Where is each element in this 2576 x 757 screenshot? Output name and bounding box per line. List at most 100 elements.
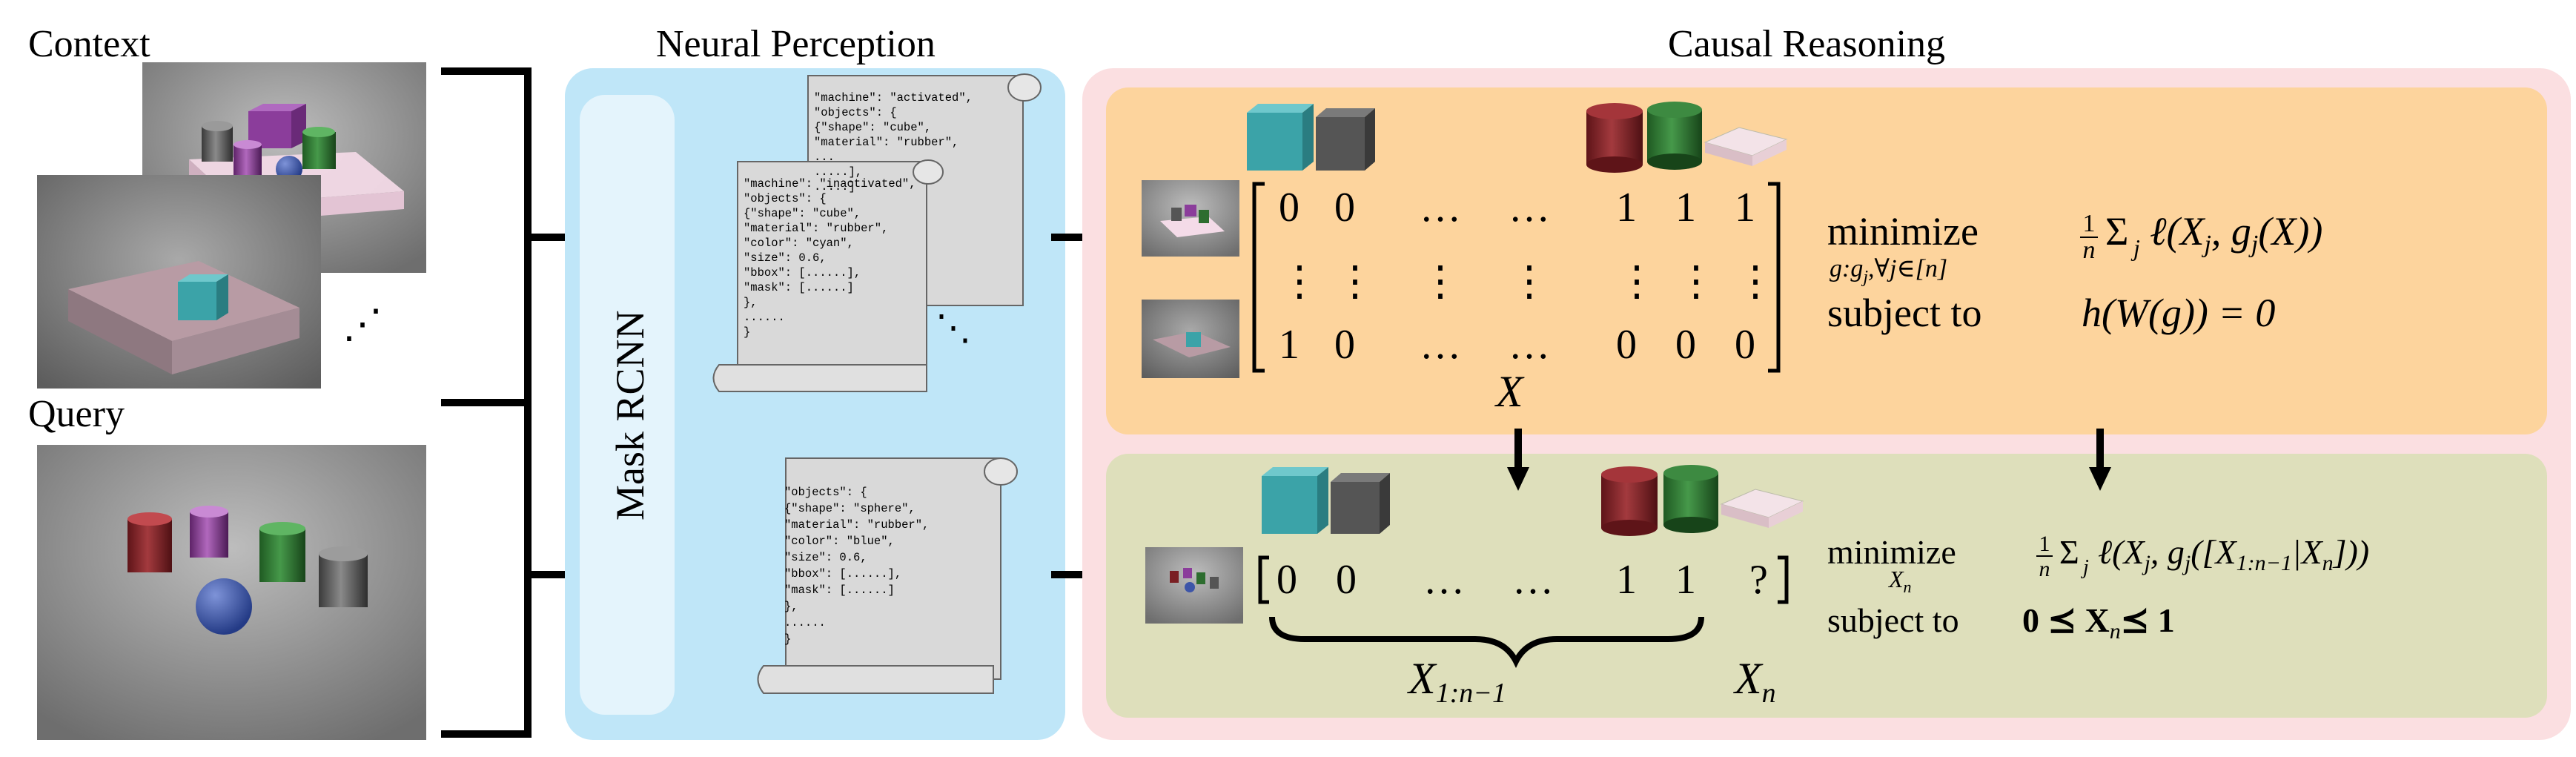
svg-text:Σ: Σ [2105, 209, 2128, 254]
json-scroll-query [757, 457, 1018, 694]
json-line: "material": "rubber", [814, 136, 958, 149]
arrow-structure-to-query [2089, 429, 2111, 491]
neural-perception-title: Neural Perception [656, 23, 936, 65]
json-line: "mask": [......] [784, 584, 895, 597]
json-line: "material": "rubber", [744, 222, 888, 235]
last-label: Xn [1733, 654, 1776, 709]
svg-text:1: 1 [2039, 532, 2050, 556]
json-line: ... [814, 151, 835, 164]
matrix-cell: ⋮ [1735, 259, 1776, 305]
svg-text:j: j [2130, 234, 2140, 261]
matrix-cell: … [1509, 322, 1550, 368]
object-icons-top [1247, 102, 1788, 173]
matrix-cell: 1 [1616, 185, 1637, 231]
matrix-cell: … [1420, 185, 1461, 231]
matrix-label-x: X [1494, 367, 1525, 416]
json-line: "objects": { [814, 106, 897, 119]
json-line: "color": "blue", [784, 535, 895, 548]
vector-cell: … [1423, 557, 1465, 603]
arrow-x-to-query [1507, 429, 1529, 491]
mask-rcnn-label: Mask RCNN [608, 310, 652, 520]
thumbnail-context-2 [1142, 300, 1239, 378]
json-scroll-front [712, 159, 944, 392]
matrix-brackets [1252, 182, 1781, 373]
thumbnail-context-1 [1142, 180, 1239, 257]
matrix-cell: … [1420, 322, 1461, 368]
vector-cell: … [1512, 557, 1554, 603]
opt-top-minimize: minimize [1827, 209, 1979, 254]
json-line: } [744, 325, 750, 339]
scroll-ellipsis: ⋱ [936, 308, 971, 348]
json-line: "bbox": [......], [784, 567, 901, 581]
json-line: "objects": { [784, 486, 867, 499]
matrix-cell: 0 [1334, 185, 1355, 231]
brace-label: X1:n−1 [1407, 654, 1506, 709]
svg-text:ℓ(Xj, gj([X1:n−1|Xn])): ℓ(Xj, gj([X1:n−1|Xn])) [2098, 533, 2369, 575]
json-line: {"shape": "cube", [814, 121, 931, 134]
matrix-cell: 0 [1735, 322, 1755, 368]
svg-text:ℓ(Xj, gj(X)): ℓ(Xj, gj(X)) [2150, 209, 2322, 258]
json-line: .....] [814, 180, 855, 194]
matrix-cell: ⋮ [1675, 259, 1717, 305]
svg-text:n: n [2083, 237, 2096, 264]
opt-top-constraint: h(W(g)) = 0 [2082, 291, 2275, 335]
causal-reasoning-title: Causal Reasoning [1668, 23, 1945, 65]
matrix-cell: 0 [1334, 322, 1355, 368]
matrix-cell: 1 [1675, 185, 1696, 231]
matrix-cell: 1 [1735, 185, 1755, 231]
vector-cell: 0 [1336, 557, 1357, 603]
json-line: }, [744, 296, 758, 309]
query-image [37, 445, 426, 740]
context-title: Context [28, 23, 150, 65]
opt-bottom-under: Xn [1887, 566, 1912, 596]
context-ellipsis: ⋰ [342, 302, 383, 346]
vector-cell: 0 [1277, 557, 1297, 603]
query-title: Query [28, 393, 125, 435]
opt-bottom-minimize: minimize [1827, 533, 1956, 571]
json-line: "machine": "activated", [814, 91, 973, 105]
vector-cell: 1 [1616, 557, 1637, 603]
json-line: "size": 0.6, [744, 251, 827, 265]
json-line: }, [784, 600, 798, 613]
json-line: "color": "cyan", [744, 237, 854, 250]
svg-text:j: j [2081, 556, 2089, 579]
matrix-cell: ⋮ [1420, 259, 1461, 305]
json-line: ...... [744, 311, 785, 324]
matrix-cell: ⋮ [1616, 259, 1658, 305]
query-inference-panel [1106, 454, 2547, 718]
scroll-query-text: "objects": { {"shape": "sphere", "materi… [784, 486, 929, 646]
query-vector-brace [1269, 616, 1704, 668]
matrix-cell: ⋮ [1334, 259, 1376, 305]
opt-bottom-objective: 1 n Σ j ℓ(Xj, gj([X1:n−1|Xn])) [2036, 532, 2369, 581]
thumbnail-query [1145, 547, 1243, 624]
json-line: {"shape": "cube", [744, 207, 861, 220]
matrix-cell: 0 [1616, 322, 1637, 368]
object-icons-bottom [1262, 465, 1804, 536]
scroll-back-text: "machine": "activated","objects": { {"sh… [814, 91, 973, 194]
svg-text:1: 1 [2083, 210, 2096, 237]
opt-bottom-constraint: 0 ⪯ Xn⪯ 1 [2022, 601, 2175, 644]
mask-rcnn-box [580, 95, 675, 715]
json-line: "mask": [......] [744, 281, 854, 294]
opt-bottom-subject-to: subject to [1827, 601, 1959, 639]
scroll-front-text: "machine": "inactivated","objects": { {"… [744, 177, 916, 339]
json-line: "material": "rubber", [784, 518, 929, 532]
json-line: "size": 0.6, [784, 551, 867, 564]
structure-learning-panel [1106, 87, 2547, 434]
opt-top-subject-to: subject to [1827, 291, 1981, 335]
json-line: } [784, 632, 791, 646]
svg-text:Σ: Σ [2059, 533, 2079, 571]
json-line: "machine": "inactivated", [744, 177, 916, 191]
input-bracket [441, 67, 532, 738]
matrix-cell: 0 [1279, 185, 1299, 231]
matrix-cell: ⋮ [1279, 259, 1320, 305]
opt-top-under: g:gj,∀j∈[n] [1830, 255, 1947, 287]
svg-text:n: n [2039, 557, 2050, 581]
vector-cell: 1 [1675, 557, 1696, 603]
matrix-cell: 1 [1279, 322, 1299, 368]
json-line: "bbox": [......], [744, 266, 861, 280]
matrix-cell: … [1509, 185, 1550, 231]
query-vector-brackets [1258, 555, 1789, 604]
